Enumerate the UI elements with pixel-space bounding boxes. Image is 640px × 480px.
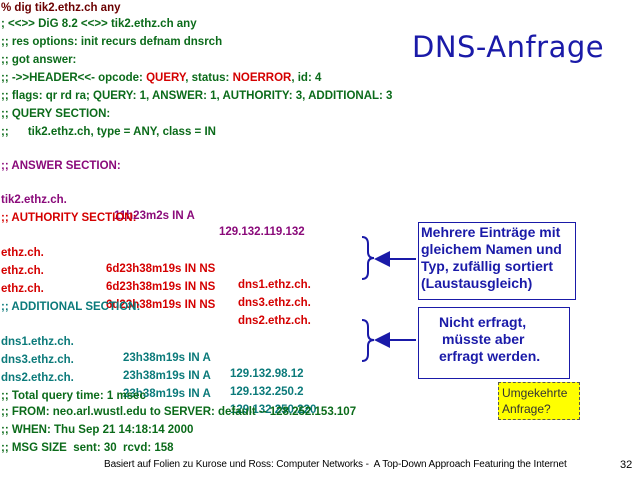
- authority-callout: Mehrere Einträge mit gleichem Namen und …: [418, 222, 576, 300]
- record-ttl: 23h38m19s IN A: [123, 370, 211, 382]
- flags-line: ;; flags: qr rd ra; QUERY: 1, ANSWER: 1,…: [1, 90, 393, 102]
- record-value: dns2.ethz.ch.: [238, 315, 311, 327]
- record-ttl: 23h38m19s IN A: [123, 388, 211, 400]
- record-value: 129.132.98.12: [230, 368, 304, 380]
- sticky-note: Umgekehrte Anfrage?: [498, 382, 580, 420]
- additional-callout: Nicht erfragt, müsste aber erfragt werde…: [418, 307, 570, 379]
- header-mid: , status:: [185, 72, 233, 84]
- additional-section-header: ;; ADDITIONAL SECTION:: [1, 301, 141, 313]
- additional-row: dns1.ethz.ch. 23h38m19s IN A 129.132.98.…: [1, 318, 341, 380]
- slide-title: DNS-Anfrage: [412, 30, 605, 64]
- got-answer-line: ;; got answer:: [1, 54, 77, 66]
- additional-brace: [361, 319, 375, 362]
- record-name: dns1.ethz.ch.: [1, 336, 74, 348]
- additional-row: dns2.ethz.ch. 23h38m19s IN A 129.132.250…: [1, 354, 341, 416]
- additional-row: dns3.ethz.ch. 23h38m19s IN A 129.132.250…: [1, 336, 341, 398]
- answer-row: tik2.ethz.ch. 11h23m2s IN A 129.132.119.…: [1, 176, 341, 238]
- record-ttl: 6d23h38m19s IN NS: [106, 299, 216, 311]
- record-ttl: 23h38m19s IN A: [123, 352, 211, 364]
- record-name: ethz.ch.: [1, 247, 44, 259]
- record-value: 129.132.250.2: [230, 386, 304, 398]
- note-line: Anfrage?: [502, 402, 551, 416]
- record-name: tik2.ethz.ch.: [1, 194, 67, 206]
- dig-version-line: ; <<>> DiG 8.2 <<>> tik2.ethz.ch any: [1, 18, 197, 30]
- record-value: 129.132.119.132: [219, 226, 305, 238]
- footer-credit: Basiert auf Folien zu Kurose und Ross: C…: [104, 459, 567, 470]
- query-section-line: ;; tik2.ethz.ch, type = ANY, class = IN: [1, 126, 216, 138]
- msg-size-line: ;; MSG SIZE sent: 30 rcvd: 158: [1, 442, 174, 454]
- callout-line: erfragt werden.: [439, 348, 541, 364]
- command-line: % dig tik2.ethz.ch any: [1, 2, 121, 14]
- callout-line: Mehrere Einträge mit: [421, 224, 561, 240]
- query-section-header: ;; QUERY SECTION:: [1, 108, 111, 120]
- header-opcode: QUERY: [146, 72, 186, 84]
- header-line: ;; ->>HEADER<<- opcode: QUERY, status: N…: [1, 70, 321, 86]
- callout-line: Typ, zufällig sortiert: [421, 258, 553, 274]
- callout-line: gleichem Namen und: [421, 241, 562, 257]
- note-line: Umgekehrte: [502, 386, 568, 400]
- answer-section-header: ;; ANSWER SECTION:: [1, 160, 121, 172]
- authority-row: ethz.ch. 6d23h38m19s IN NS dns2.ethz.ch.: [1, 265, 341, 327]
- record-ttl: 6d23h38m19s IN NS: [106, 263, 216, 275]
- record-value: 129.132.250.220: [230, 404, 317, 416]
- header-suffix: , id: 4: [291, 72, 322, 84]
- callout-line: (Laustausgleich): [421, 275, 533, 291]
- authority-section-header: ;; AUTHORITY SECTION:: [1, 212, 137, 224]
- callout-line: Nicht erfragt,: [439, 314, 527, 330]
- record-name: ethz.ch.: [1, 283, 44, 295]
- from-line: ;; FROM: neo.arl.wustl.edu to SERVER: de…: [1, 406, 357, 418]
- header-status: NOERROR: [232, 72, 292, 84]
- record-ttl: 11h23m2s IN A: [114, 210, 195, 222]
- record-ttl: 6d23h38m19s IN NS: [106, 281, 216, 293]
- record-value: dns1.ethz.ch.: [238, 279, 311, 291]
- query-time-line: ;; Total query time: 1 msec: [1, 390, 146, 402]
- res-options-line: ;; res options: init recurs defnam dnsrc…: [1, 36, 223, 48]
- page-number: 32: [620, 459, 633, 471]
- authority-row: ethz.ch. 6d23h38m19s IN NS dns1.ethz.ch.: [1, 229, 341, 291]
- header-prefix: ;; ->>HEADER<<- opcode:: [1, 72, 147, 84]
- record-value: dns3.ethz.ch.: [238, 297, 311, 309]
- authority-brace: [361, 236, 375, 280]
- callout-line: müsste aber: [442, 331, 525, 347]
- record-name: dns2.ethz.ch.: [1, 372, 74, 384]
- record-name: dns3.ethz.ch.: [1, 354, 74, 366]
- authority-row: ethz.ch. 6d23h38m19s IN NS dns3.ethz.ch.: [1, 247, 341, 309]
- record-name: ethz.ch.: [1, 265, 44, 277]
- when-line: ;; WHEN: Thu Sep 21 14:18:14 2000: [1, 424, 194, 436]
